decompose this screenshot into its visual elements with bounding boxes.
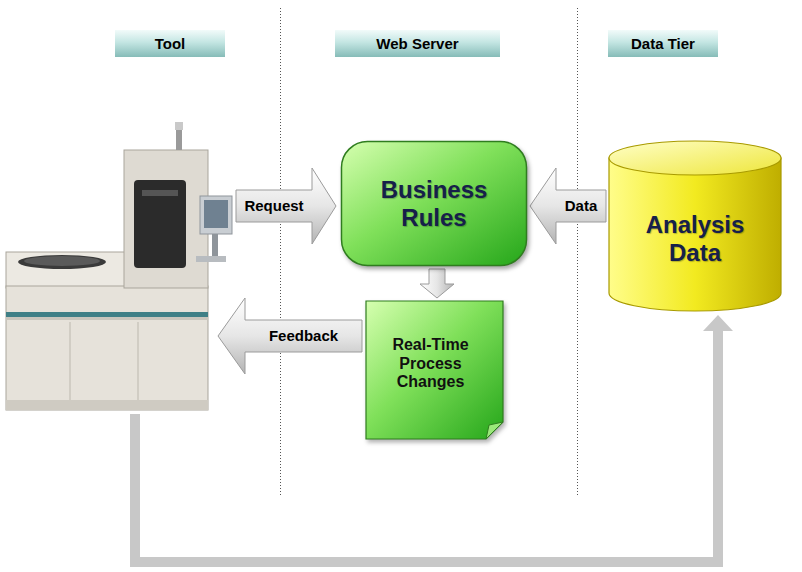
tool-stripe: [6, 312, 208, 317]
node-text: Real-Time Process Changes: [375, 336, 487, 391]
block-arrow: [530, 168, 606, 244]
tool-loader-slot: [142, 190, 178, 196]
tool-platter: [18, 255, 106, 269]
cylinder-top: [609, 141, 781, 175]
tool-panel-seam: [70, 322, 71, 400]
edge-label: Data: [565, 197, 598, 214]
tool-light-tower: [176, 128, 182, 150]
tool-platter: [24, 256, 100, 266]
node-text: Web Server: [376, 35, 458, 52]
arrow-label: Request: [236, 197, 312, 214]
database-cylinder: Analysis Data: [608, 140, 782, 312]
arrow-label: Feedback: [245, 327, 362, 344]
block-arrow: [420, 269, 454, 298]
column-header: Data Tier: [608, 30, 718, 57]
column-header: Tool: [115, 30, 225, 57]
tool-body: [6, 286, 208, 410]
tool-stripe: [6, 317, 208, 320]
tool-table: [6, 252, 132, 288]
node-text: Business Rules: [359, 176, 509, 231]
tier-divider: [577, 8, 578, 495]
document-fold: [486, 422, 503, 439]
tool-screen: [204, 200, 228, 228]
tool-monitor-arm: [212, 234, 218, 256]
tool-cabinet: [124, 150, 208, 288]
cylinder-body: [609, 158, 781, 311]
tool-loader: [134, 180, 186, 268]
tool-monitor: [200, 196, 232, 234]
tier-divider: [280, 8, 281, 495]
feedback-arrow: [218, 298, 362, 374]
arrow-head: [703, 315, 733, 331]
tool-panel-seam: [138, 322, 139, 400]
node-text: Data Tier: [631, 35, 695, 52]
document-page: [366, 301, 503, 439]
data-log-line: [135, 330, 718, 562]
tool-base: [6, 400, 208, 410]
rounded-box: [342, 142, 527, 266]
tool-light-tower: [175, 122, 183, 130]
node-text: Analysis Data: [620, 211, 770, 266]
document-shape: Real-Time Process Changes: [365, 300, 504, 440]
column-header: Web Server: [335, 30, 500, 57]
process-box: Business Rules: [340, 140, 528, 267]
tier-divider: [281, 8, 578, 495]
node-text: Tool: [155, 35, 186, 52]
tool-keyboard: [196, 256, 226, 262]
tool-illustration: [6, 122, 232, 410]
request-arrow: [236, 168, 336, 244]
